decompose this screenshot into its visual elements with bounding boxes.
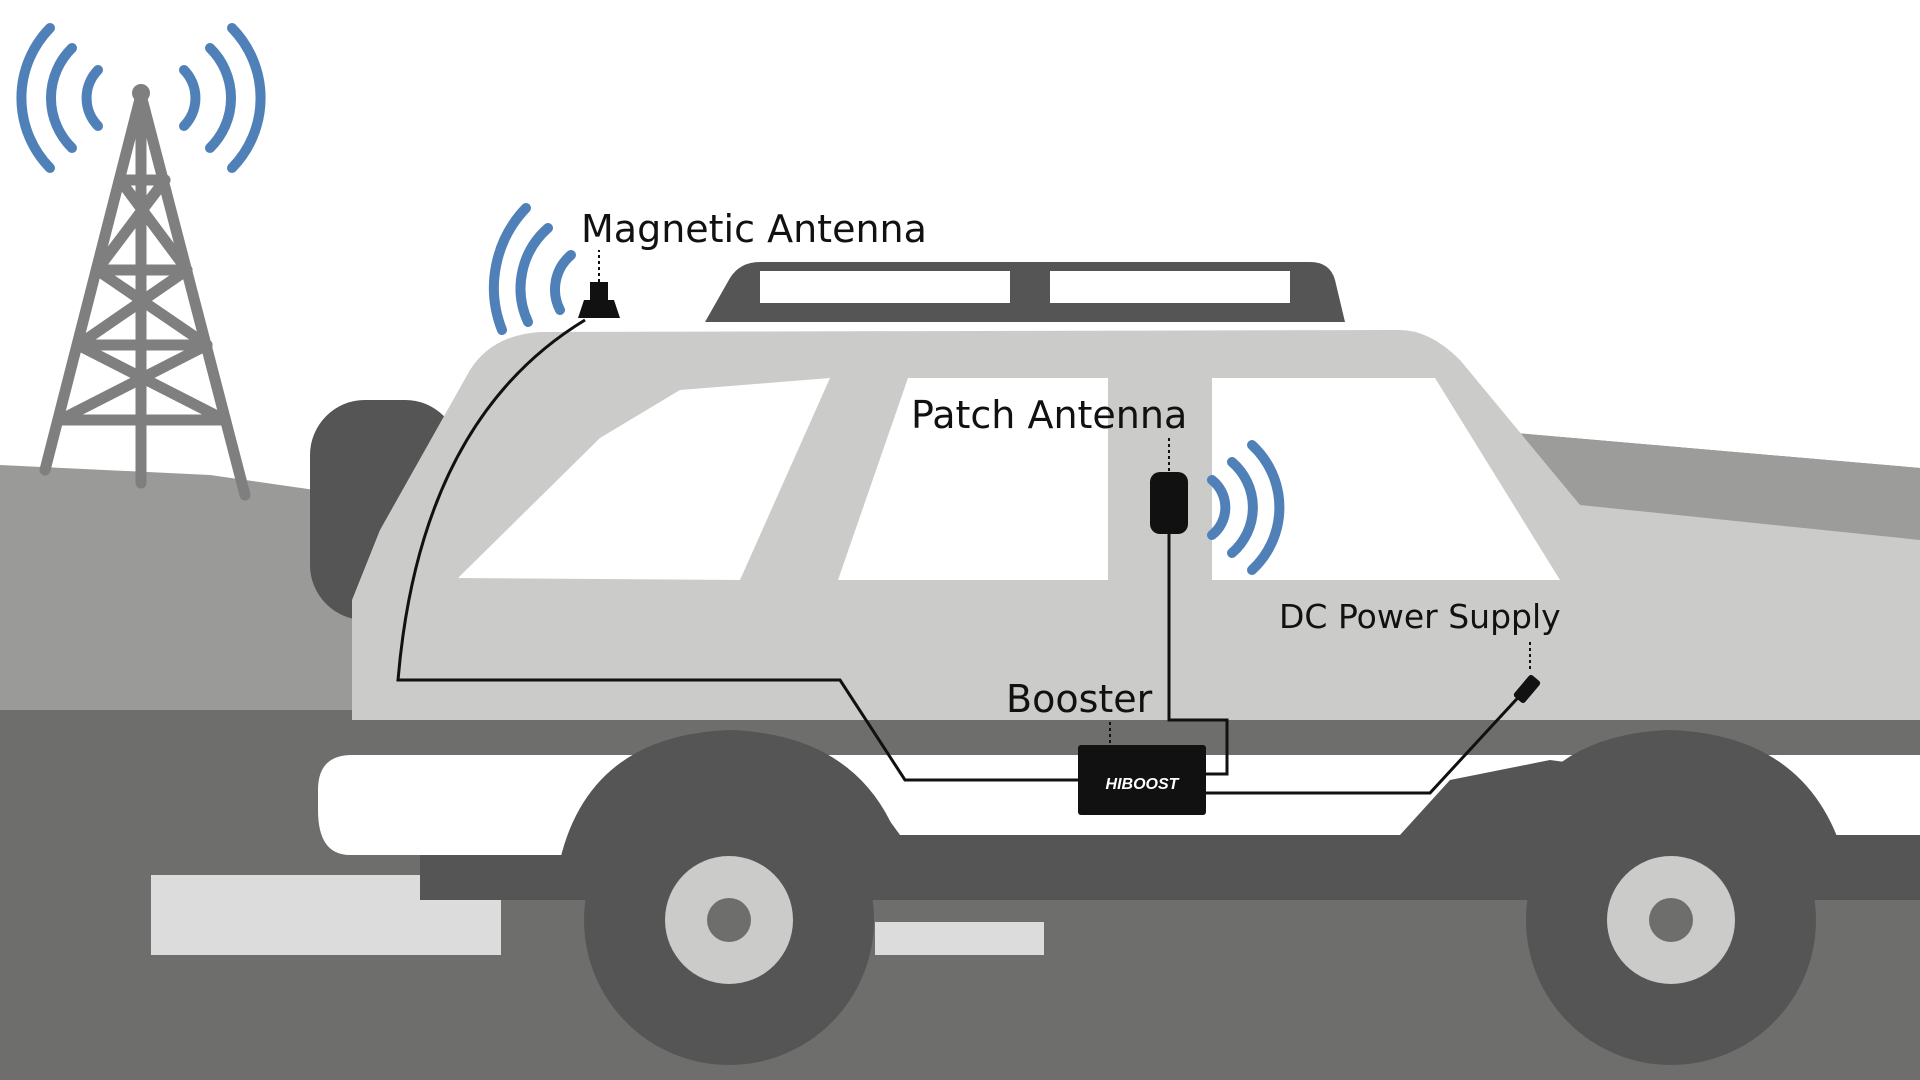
patch-antenna-cable (1167, 534, 1229, 776)
road-marking-middle (875, 922, 1044, 955)
front-wheel (1526, 775, 1816, 1065)
middle-window (838, 378, 1108, 580)
antenna-cable (396, 318, 1080, 782)
roof-rack-slot-right (1050, 271, 1290, 303)
dc-plug-icon (1513, 675, 1541, 703)
cell-tower-icon (39, 84, 251, 501)
booster-label: Booster (1006, 677, 1153, 721)
booster-brand-text: HIBOOST (1106, 776, 1180, 793)
patch-antenna-signal-waves (1207, 440, 1285, 575)
rear-wheel (584, 775, 874, 1065)
magnetic-antenna-signal-waves (488, 203, 576, 335)
tower-signal-waves (16, 23, 266, 173)
magnetic-antenna-icon (578, 250, 620, 318)
front-window (1212, 378, 1560, 580)
booster-unit-icon (1078, 745, 1206, 815)
rear-window (458, 378, 830, 580)
magnetic-antenna-label: Magnetic Antenna (581, 207, 927, 251)
patch-antenna-label: Patch Antenna (911, 393, 1188, 437)
right-hill-light (1480, 430, 1920, 545)
power-cable (1205, 688, 1527, 795)
roof-rack-slot-left (760, 271, 1010, 303)
patch-antenna-icon (1150, 472, 1188, 534)
dc-power-supply-label: DC Power Supply (1279, 597, 1561, 636)
